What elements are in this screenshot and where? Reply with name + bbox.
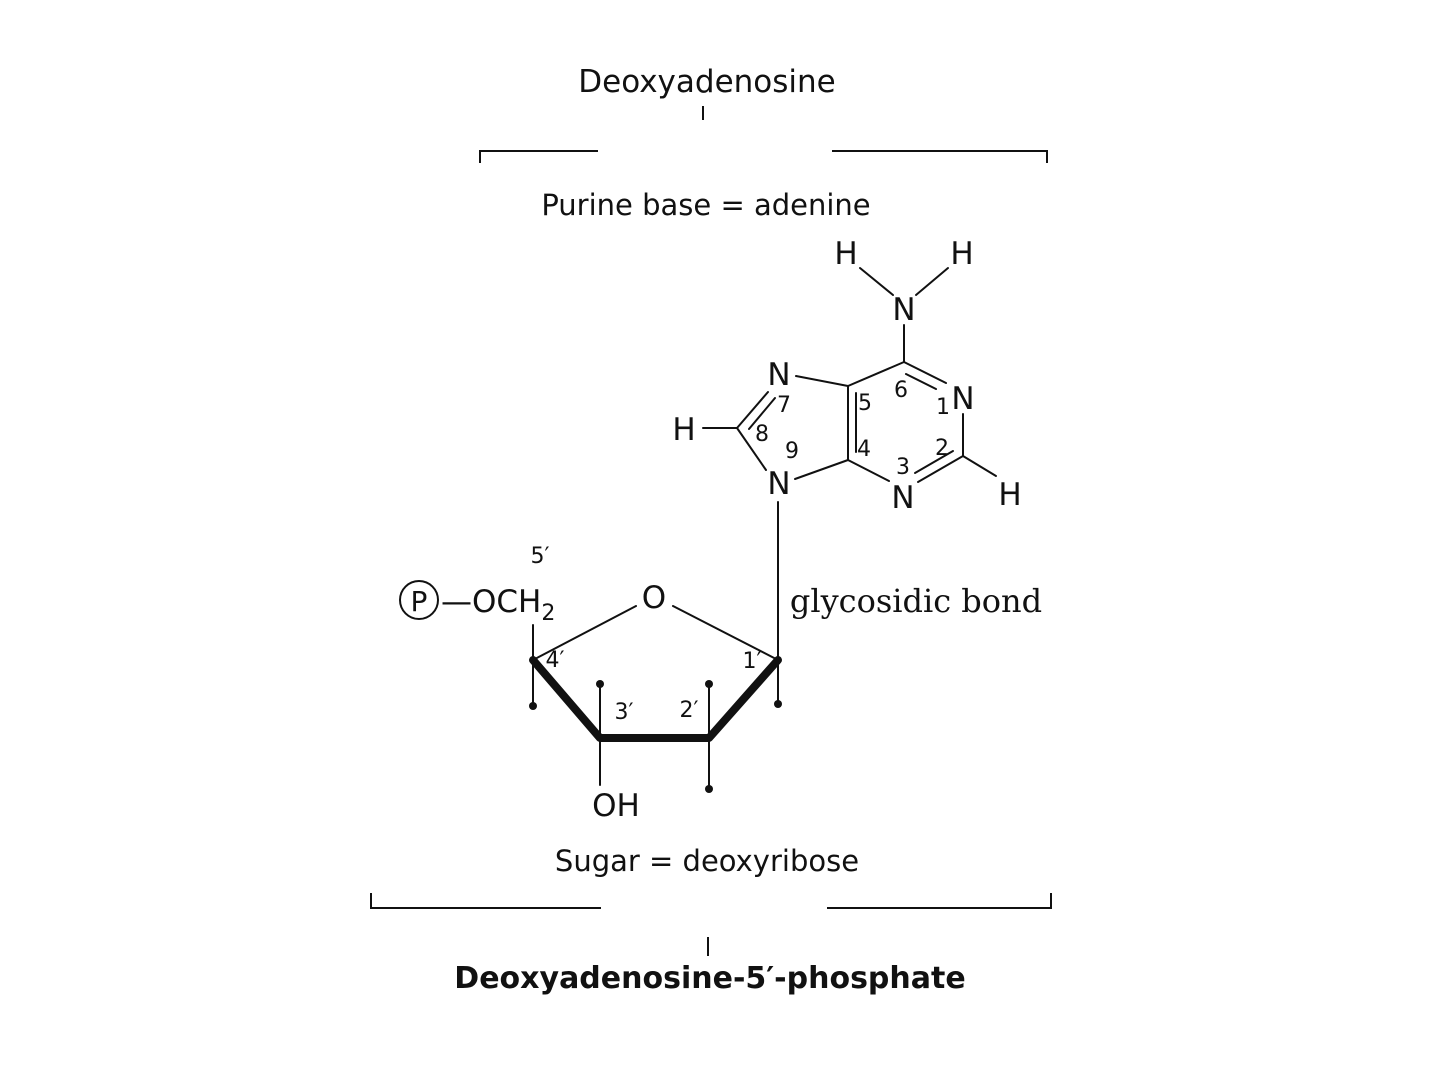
ring-n7: N xyxy=(767,357,790,393)
stub-c3-dot xyxy=(596,680,604,688)
sugar-ring-front-edge xyxy=(533,660,778,738)
och-text: —OCH xyxy=(441,584,541,620)
nucleotide-title: Deoxyadenosine-5′-phosphate xyxy=(454,961,965,996)
amino-h-left: H xyxy=(834,236,857,272)
base-caption: Purine base = adenine xyxy=(541,188,870,222)
ring-n9: N xyxy=(767,466,790,502)
pos-8: 8 xyxy=(755,422,769,447)
base-bracket-right xyxy=(832,151,1047,163)
pos-4: 4 xyxy=(857,437,871,462)
pos-6: 6 xyxy=(894,378,908,403)
bond-c2-h xyxy=(963,456,996,476)
stub-c2-down-dot xyxy=(705,785,713,793)
bond-o-c1 xyxy=(673,606,778,660)
sugar-num-1prime: 1′ xyxy=(743,649,762,674)
bond-n9-c4 xyxy=(795,460,848,479)
sugar-caption: Sugar = deoxyribose xyxy=(555,844,859,878)
pos-9: 9 xyxy=(785,439,799,464)
sugar-num-5prime: 5′ xyxy=(531,544,550,569)
bond-n3-c4 xyxy=(848,460,889,481)
amino-h-right: H xyxy=(950,236,973,272)
pos-7: 7 xyxy=(777,393,791,418)
phosphate-p: P xyxy=(411,585,428,618)
pos-2: 2 xyxy=(935,436,949,461)
bond-c5-n7 xyxy=(796,376,848,386)
nucleoside-title: Deoxyadenosine xyxy=(578,64,836,100)
c2-h: H xyxy=(998,477,1021,513)
sugar-num-3prime: 3′ xyxy=(615,700,634,725)
pos-3: 3 xyxy=(896,455,910,480)
sugar-num-4prime: 4′ xyxy=(546,648,565,673)
amino-n: N xyxy=(892,292,915,328)
c3-hydroxyl: OH xyxy=(592,788,640,824)
c8-h: H xyxy=(672,412,695,448)
glycosidic-bond-caption: glycosidic bond xyxy=(790,582,1042,620)
ch2-subscript: 2 xyxy=(541,601,555,626)
ring-n1: N xyxy=(951,381,974,417)
ring-n3: N xyxy=(891,480,914,516)
bond-c6-n1 xyxy=(904,362,946,383)
ring-o: O xyxy=(642,580,666,616)
nucleotide-bracket-left xyxy=(371,893,601,908)
pos-1: 1 xyxy=(936,395,950,420)
pos-5: 5 xyxy=(858,391,872,416)
stub-c1-dot xyxy=(774,700,782,708)
base-bracket-left xyxy=(480,151,598,163)
nucleotide-bracket-right xyxy=(827,893,1051,908)
stub-c2-dot xyxy=(705,680,713,688)
och2-group: —OCH2 xyxy=(441,584,555,626)
bond-h-n-amino-left xyxy=(860,268,893,295)
bond-h-n-amino-right xyxy=(916,268,948,295)
stub-c4-dot xyxy=(529,702,537,710)
sugar-num-2prime: 2′ xyxy=(680,698,699,723)
